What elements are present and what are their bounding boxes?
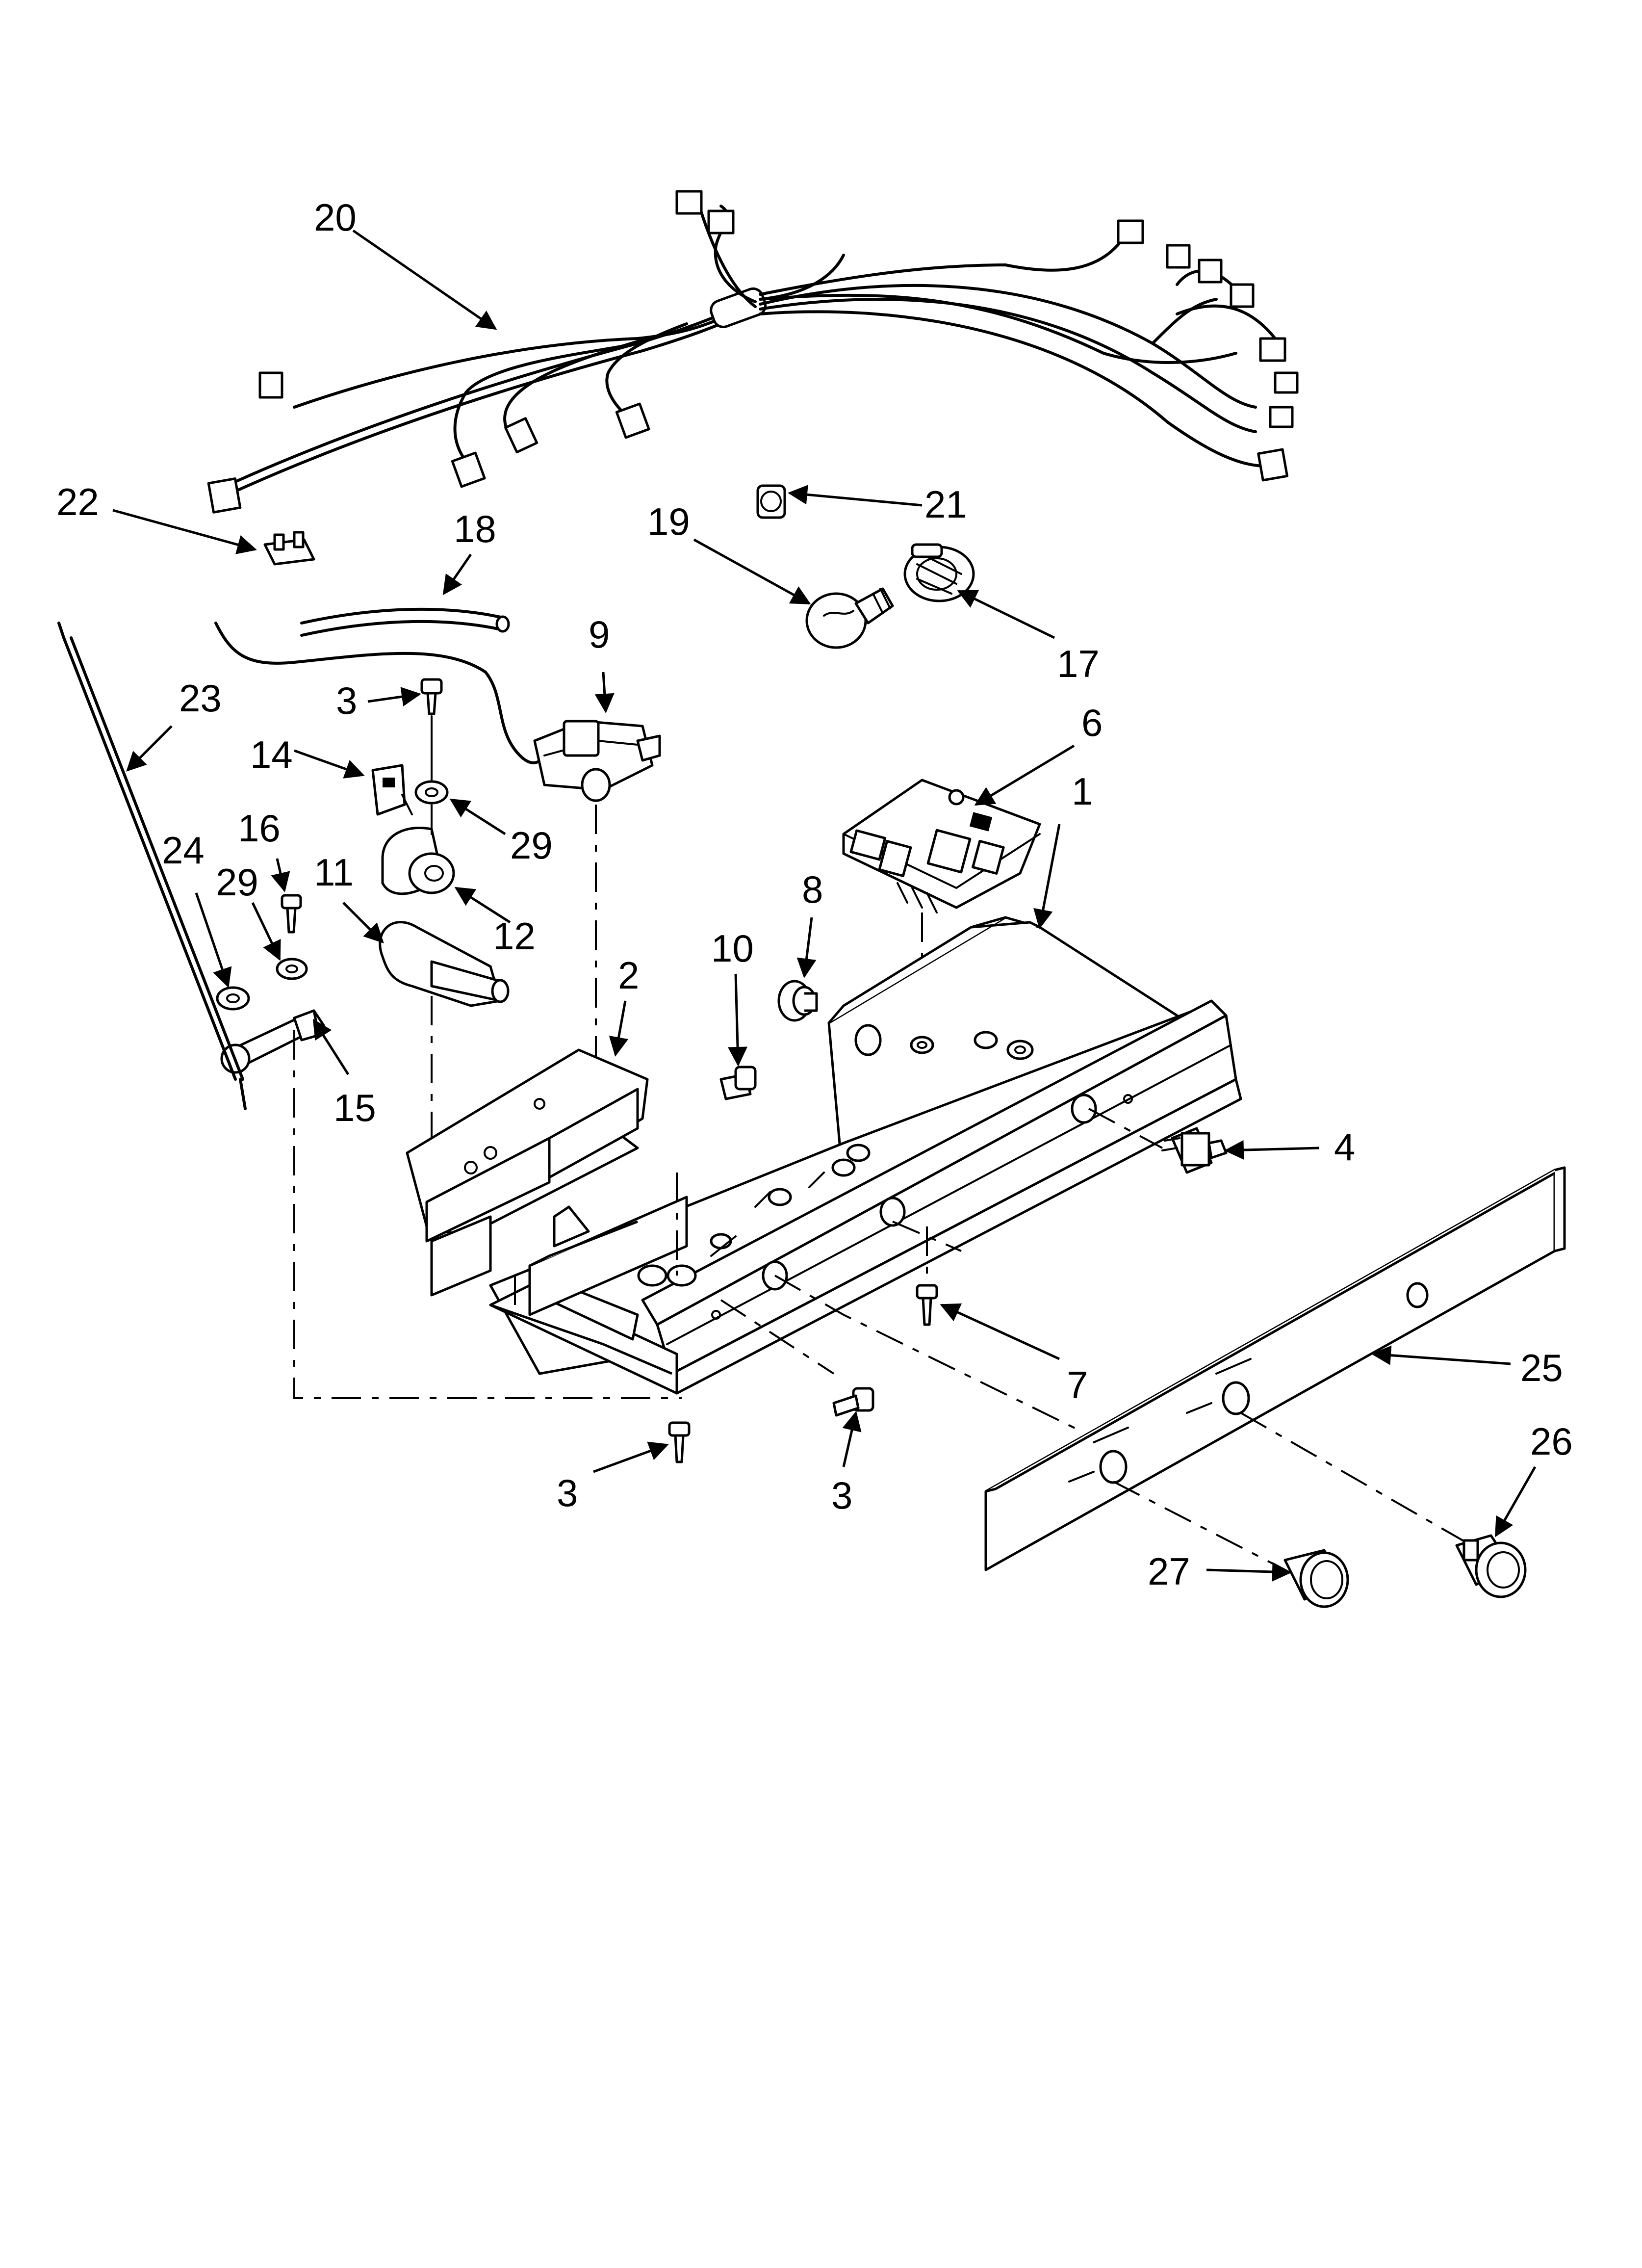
callout-15: 15 xyxy=(334,1086,376,1129)
screw-16 xyxy=(281,894,302,934)
callout-3c: 3 xyxy=(831,1474,852,1517)
lamp-socket-17 xyxy=(903,543,975,602)
callout-7: 7 xyxy=(1067,1363,1088,1407)
callout-8: 8 xyxy=(802,868,823,911)
callout-26: 26 xyxy=(1530,1420,1573,1463)
callout-10: 10 xyxy=(711,927,754,970)
clip-21 xyxy=(756,484,786,519)
callout-labels: 20 22 18 19 21 17 23 3 9 14 29 6 1 24 16… xyxy=(56,196,1573,1593)
callout-9: 9 xyxy=(589,613,610,656)
control-9 xyxy=(533,720,661,1104)
callout-1: 1 xyxy=(1072,770,1093,813)
callout-3b: 3 xyxy=(557,1471,578,1514)
callout-3a: 3 xyxy=(336,679,357,722)
knob-27 xyxy=(1283,1549,1349,1608)
callout-27: 27 xyxy=(1148,1550,1190,1593)
callout-29b: 29 xyxy=(510,824,553,867)
washer-29-left xyxy=(276,958,308,980)
callout-6: 6 xyxy=(1081,701,1103,744)
tube-18 xyxy=(300,607,510,637)
wire-harness xyxy=(207,190,1299,514)
washer-24 xyxy=(216,986,250,1011)
callout-14: 14 xyxy=(250,733,293,776)
callout-29a: 29 xyxy=(216,860,258,904)
switch-4 xyxy=(1161,1127,1228,1174)
screw-3-lower-right xyxy=(832,1387,874,1417)
bracket-2 xyxy=(406,1048,649,1297)
clip-14 xyxy=(371,764,413,816)
control-board-6 xyxy=(842,779,1041,1040)
washer-29-top xyxy=(414,780,449,805)
callout-19: 19 xyxy=(647,500,690,543)
shaft-11 xyxy=(379,921,510,1143)
callout-24: 24 xyxy=(162,829,205,872)
grommet-8 xyxy=(777,980,818,1022)
callout-22: 22 xyxy=(56,480,99,523)
callout-25: 25 xyxy=(1520,1346,1563,1389)
knob-26 xyxy=(1455,1534,1527,1598)
callout-16: 16 xyxy=(238,807,281,850)
control-housing-1 xyxy=(489,916,1242,1434)
callout-4: 4 xyxy=(1334,1125,1355,1169)
callout-18: 18 xyxy=(454,507,496,550)
rod-23 xyxy=(57,622,247,1110)
callout-2: 2 xyxy=(618,954,639,997)
callout-17: 17 xyxy=(1057,642,1100,685)
screw-3-top xyxy=(420,678,443,781)
light-bulb-19 xyxy=(805,587,894,649)
callout-20: 20 xyxy=(314,196,357,239)
callout-11: 11 xyxy=(314,851,354,894)
screw-10 xyxy=(719,1066,757,1100)
bracket-12 xyxy=(381,804,455,895)
screw-7 xyxy=(916,1284,938,1326)
panel-25 xyxy=(984,1166,1566,1571)
callout-21: 21 xyxy=(924,483,967,526)
screw-3-lower-left xyxy=(668,1421,691,1463)
capillary-cable xyxy=(214,622,551,764)
leader-arrows xyxy=(112,229,1537,1582)
callout-12: 12 xyxy=(493,914,536,958)
callout-23: 23 xyxy=(179,677,222,720)
clip-22 xyxy=(263,531,315,566)
